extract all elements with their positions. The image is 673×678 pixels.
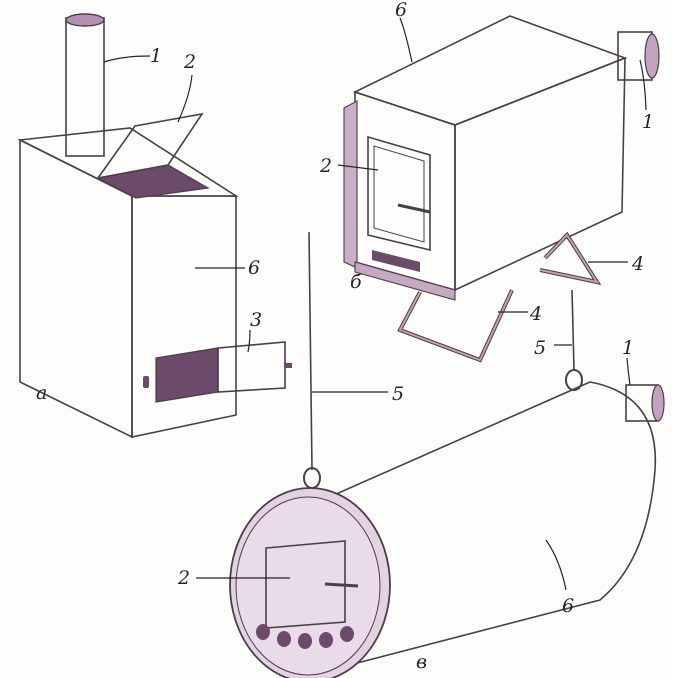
stove-v-ring-left <box>303 467 321 489</box>
stove-v-vent-hole <box>340 626 354 642</box>
stove-b-chimney-end <box>644 33 660 79</box>
stove-v-vent-hole <box>277 631 291 647</box>
stove-b-label-chimney: 1 <box>642 111 654 133</box>
stove-b: 6 1 2 4 4 б <box>319 0 660 363</box>
stove-b-frame <box>343 100 358 269</box>
stove-v-ring-right <box>565 369 583 391</box>
stove-v-rope-right <box>571 289 575 371</box>
stove-b-top-face <box>352 15 628 126</box>
stove-a-firedoor <box>217 341 286 393</box>
stove-b-leg-back-inner <box>539 233 600 284</box>
stove-b-label-leg-bottom: 4 <box>529 303 542 325</box>
stove-v-label-rope-left: 5 <box>392 383 404 405</box>
stove-v-vent-hole <box>256 624 270 640</box>
stove-a-lid <box>96 112 204 180</box>
stove-v-front-disk-inner <box>235 496 381 676</box>
stove-b-door-window <box>373 145 425 243</box>
stove-b-door <box>367 135 431 252</box>
stove-a-label-chimney: 1 <box>150 45 162 67</box>
stove-v: 5 5 1 2 6 в <box>177 231 665 678</box>
stove-a-firedoor-handle <box>284 363 292 368</box>
stove-v-chimney-end <box>651 384 665 422</box>
stove-a-top-face <box>17 127 239 197</box>
stove-a-chimney <box>65 17 105 157</box>
stove-a-variant-label: а <box>36 382 47 404</box>
stove-v-vent-hole <box>319 632 333 648</box>
stove-v-vent-hole <box>298 633 312 649</box>
stove-a-label-firedoor: 3 <box>250 309 262 331</box>
stove-v-label-chimney: 1 <box>622 337 634 359</box>
stove-v-door-handle <box>324 582 359 588</box>
stove-a-firedoor-opening <box>155 347 219 403</box>
stove-a-label-body: 6 <box>248 257 260 279</box>
stove-b-label-door: 2 <box>319 155 332 177</box>
stove-a-latch <box>143 376 149 388</box>
stove-b-label-body: 6 <box>395 0 407 21</box>
stove-a-label-lid: 2 <box>183 51 196 73</box>
stove-v-label-rope-right: 5 <box>534 337 546 359</box>
stove-b-variant-label: б <box>350 271 362 293</box>
stove-v-variant-label: в <box>416 651 427 673</box>
stove-b-leg-back <box>539 231 602 285</box>
stove-a-chimney-top <box>65 13 105 27</box>
stove-v-body <box>299 381 657 671</box>
stove-v-label-door: 2 <box>177 567 190 589</box>
stove-b-base-rail <box>354 261 456 301</box>
stove-b-door-handle <box>397 203 431 214</box>
stove-v-rope-left <box>308 231 313 471</box>
stove-a: 1 2 6 3 а <box>17 13 292 439</box>
stove-v-door <box>265 540 346 629</box>
stove-b-ash-slot <box>372 250 420 272</box>
stove-a-top-opening <box>96 164 210 199</box>
stove-b-label-leg-right: 4 <box>631 253 644 275</box>
stove-a-front-face <box>131 195 237 438</box>
stove-b-leg-front-inner <box>398 289 513 362</box>
stove-v-label-body: 6 <box>562 595 574 617</box>
stove-b-side-face <box>454 56 626 292</box>
